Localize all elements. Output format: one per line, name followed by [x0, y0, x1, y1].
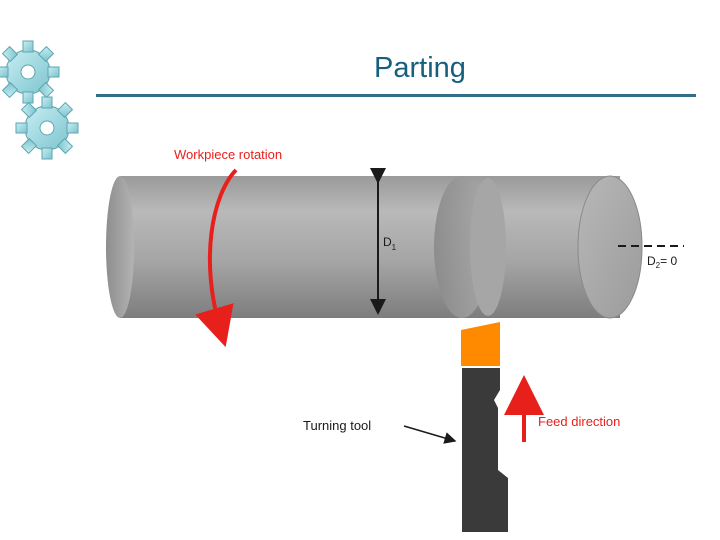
turning-tool-pointer — [403, 425, 457, 444]
tool-insert — [461, 322, 500, 366]
workpiece-rotation-label: Workpiece rotation — [174, 147, 282, 162]
workpiece-cylinder — [106, 175, 643, 319]
gear-icon — [0, 40, 60, 104]
d1-label: D1 — [383, 235, 397, 252]
d2-label: D2= 0 — [647, 254, 677, 270]
page-title: Parting — [374, 52, 466, 84]
feed-direction-label: Feed direction — [538, 414, 620, 429]
turning-tool-label: Turning tool — [303, 418, 371, 433]
tool-body — [462, 368, 508, 532]
gears-decoration — [0, 40, 79, 160]
turning-tool — [461, 322, 508, 532]
gear-icon — [15, 96, 79, 160]
title-divider — [96, 94, 696, 97]
rotation-arrow — [195, 168, 238, 348]
